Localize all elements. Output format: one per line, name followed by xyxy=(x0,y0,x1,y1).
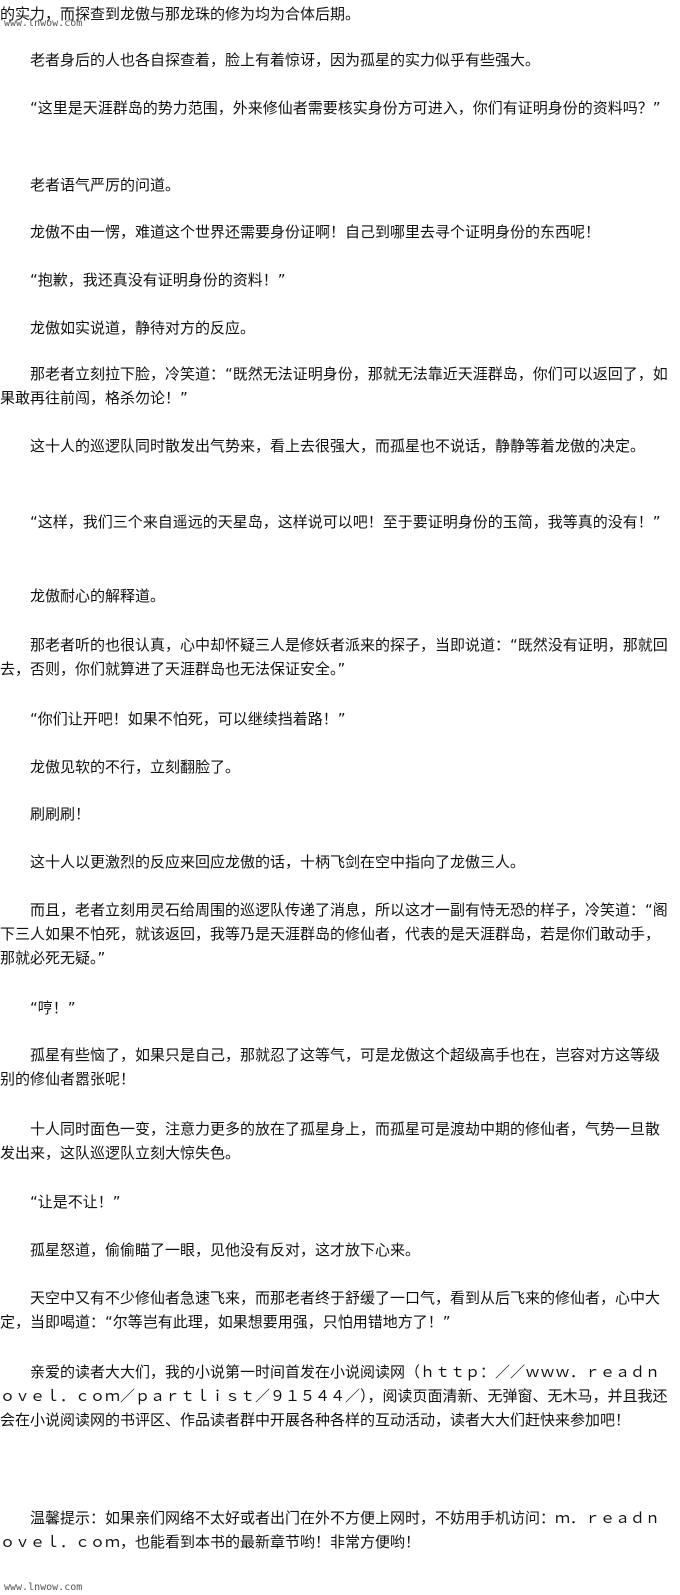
paragraph-8: 那老者立刻拉下脸，冷笑道：“既然无法证明身份，那就无法靠近天涯群岛，你们可以返回… xyxy=(0,365,668,407)
paragraph-11: 龙傲耐心的解释道。 xyxy=(30,587,166,605)
paragraph-22: 孤星怒道，偷偷瞄了一眼，见他没有反对，这才放下心来。 xyxy=(30,1241,421,1259)
paragraph-21: “让是不让！” xyxy=(30,1193,121,1211)
paragraph-5: 龙傲不由一愣，难道这个世界还需要身份证啊！自己到哪里去寻个证明身份的东西呢！ xyxy=(30,223,601,241)
watermark-top: www.lnwow.com xyxy=(4,18,83,29)
paragraph-14: 龙傲见软的不行，立刻翻脸了。 xyxy=(30,758,241,776)
paragraph-17: 而且，老者立刻用灵石给周围的巡逻队传递了消息，所以这才一副有恃无恐的样子，冷笑道… xyxy=(0,901,668,967)
paragraph-12: 那老者听的也很认真，心中却怀疑三人是修妖者派来的探子，当即说道：“既然没有证明，… xyxy=(0,636,668,678)
paragraph-9: 这十人的巡逻队同时散发出气势来，看上去很强大，而孤星也不说话，静静等着龙傲的决定… xyxy=(30,437,646,455)
paragraph-20: 十人同时面色一变，注意力更多的放在了孤星身上，而孤星可是渡劫中期的修仙者，气势一… xyxy=(0,1120,661,1162)
watermark-bottom: www.lnwow.com xyxy=(4,1582,83,1593)
paragraph-19: 孤星有些恼了，如果只是自己，那就忍了这等气，可是龙傲这个超级高手也在，岂容对方这… xyxy=(0,1046,661,1088)
paragraph-15: 刷刷刷！ xyxy=(30,805,91,823)
paragraph-13: “你们让开吧！如果不怕死，可以继续挡着路！” xyxy=(30,710,346,728)
paragraph-1: 的实力，而探查到龙傲与那龙珠的修为均为合体后期。 xyxy=(0,5,361,23)
paragraph-23: 天空中又有不少修仙者急速飞来，而那老者终于舒缓了一口气，看到从后飞来的修仙者，心… xyxy=(0,1289,661,1331)
paragraph-24: 亲爱的读者大大们，我的小说第一时间首发在小说阅读网（ｈｔｔｐ：／／ｗｗｗ．ｒｅａ… xyxy=(0,1363,668,1429)
paragraph-2: 老者身后的人也各自探查着，脸上有着惊讶，因为孤星的实力似乎有些强大。 xyxy=(30,51,541,69)
paragraph-7: 龙傲如实说道，静待对方的反应。 xyxy=(30,319,256,337)
paragraph-16: 这十人以更激烈的反应来回应龙傲的话，十柄飞剑在空中指向了龙傲三人。 xyxy=(30,853,526,871)
paragraph-18: “哼！” xyxy=(30,999,76,1017)
paragraph-25: 温馨提示：如果亲们网络不太好或者出门在外不方便上网时，不妨用手机访问：ｍ．ｒｅａ… xyxy=(0,1509,661,1551)
paragraph-10: “这样，我们三个来自遥远的天星岛，这样说可以吧！至于要证明身份的玉简，我等真的没… xyxy=(30,513,661,531)
paragraph-6: “抱歉，我还真没有证明身份的资料！” xyxy=(30,271,286,289)
paragraph-3: “这里是天涯群岛的势力范围，外来修仙者需要核实身份方可进入，你们有证明身份的资料… xyxy=(30,99,661,117)
paragraph-4: 老者语气严厉的问道。 xyxy=(30,176,181,194)
